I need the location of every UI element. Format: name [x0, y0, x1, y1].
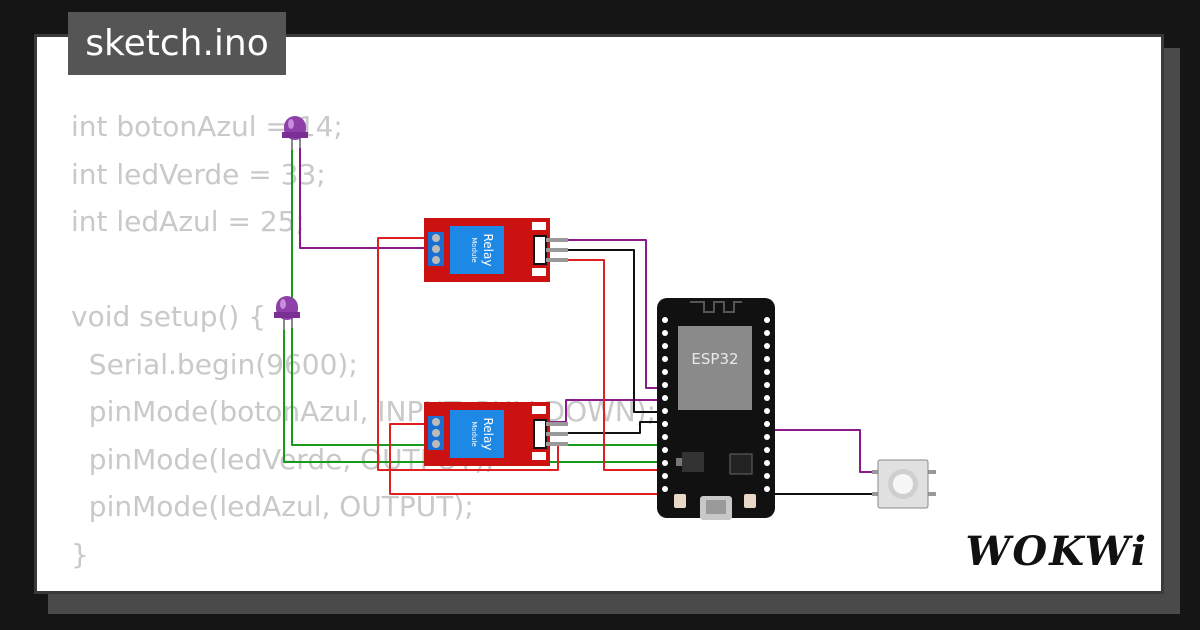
esp32-board[interactable]: ESP32	[657, 298, 775, 520]
code-line: pinMode(ledAzul, OUTPUT);	[71, 490, 474, 523]
wire-purple	[299, 140, 428, 249]
relay-module-2[interactable]: Relay Module	[424, 402, 568, 466]
code-line: int ledVerde = 33;	[71, 157, 326, 191]
preview-card: int botonAzul = 14; int ledVerde = 33; int…	[34, 34, 1164, 594]
relay-2-title: Relay	[481, 418, 495, 451]
code-line: }	[71, 537, 89, 571]
wire-purple	[546, 239, 660, 389]
wire-red	[546, 259, 660, 471]
relay-module-1[interactable]: Relay Module	[424, 218, 568, 282]
file-tab[interactable]: sketch.ino	[68, 12, 286, 75]
code-line: int botonAzul = 14;	[71, 110, 343, 143]
relay-1-title: Relay	[481, 234, 495, 267]
code-line: int ledAzul = 25;	[71, 205, 305, 238]
led-2[interactable]	[274, 296, 300, 330]
relay-2-subtitle: Module	[470, 421, 478, 446]
led-1[interactable]	[282, 116, 308, 150]
pushbutton[interactable]	[872, 459, 936, 509]
code-line: void setup() {	[71, 300, 267, 333]
wire-black	[546, 421, 660, 434]
esp32-label: ESP32	[691, 350, 738, 368]
code-line: Serial.begin(9600);	[71, 347, 358, 381]
wire-purple	[770, 429, 878, 473]
relay-1-subtitle: Module	[470, 237, 478, 262]
wire-black	[546, 249, 660, 413]
wokwi-logo: WOKWi	[965, 528, 1148, 575]
